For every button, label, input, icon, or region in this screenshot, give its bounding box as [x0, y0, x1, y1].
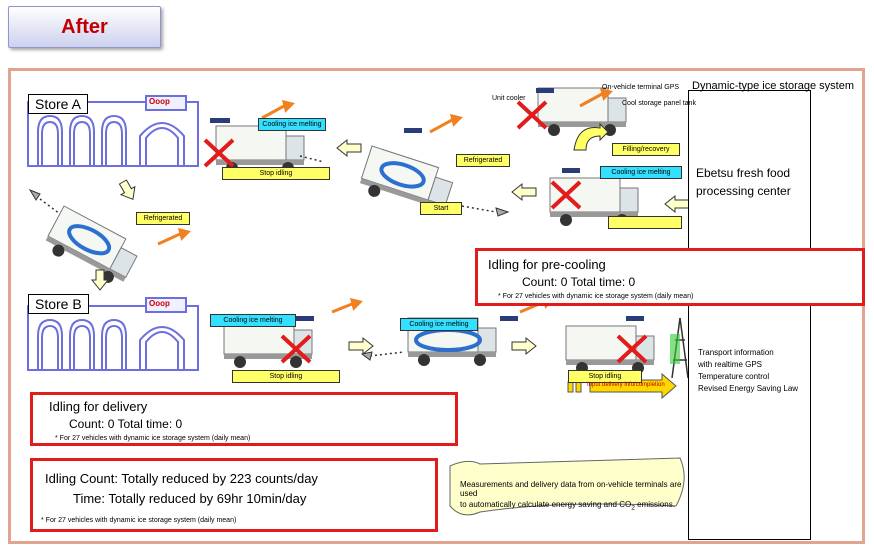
stop-idling-label-2: Stop idling [232, 370, 340, 383]
facility-name-line1: Ebetsu fresh food [696, 166, 791, 180]
blank-yellow-label [608, 216, 682, 229]
stop-idling-label-3: Stop idling [568, 370, 642, 383]
store-a-label: Store A [28, 94, 88, 114]
cool-tank-label: Cool storage panel tank [622, 100, 696, 107]
delivery-note: * For 27 vehicles with dynamic ice stora… [55, 435, 251, 442]
summary-box: Idling Count: Totally reduced by 223 cou… [30, 458, 438, 532]
measurement-line2: to automatically calculate energy saving… [460, 500, 675, 512]
stop-idling-label-1: Stop idling [222, 167, 330, 180]
measurement-line1: Measurements and delivery data from on-v… [460, 480, 682, 498]
refrigerated-label-2: Refrigerated [136, 212, 190, 225]
unit-cooler-label: Unit cooler [492, 95, 526, 102]
delivery-box: Idling for delivery Count: 0 Total time:… [30, 392, 458, 446]
store-b-label: Store B [28, 294, 89, 314]
store-b-sign: Ooop [149, 299, 170, 308]
gps-terminal-label: On-vehicle terminal GPS [602, 84, 680, 91]
info-line2: with realtime GPS [698, 360, 763, 369]
filling-recovery-label: Filling/recovery [612, 143, 680, 156]
info-line3: Temperature control [698, 372, 770, 381]
input-delivery-label: Input delivery info/completion [587, 382, 665, 388]
cooling-label-4: Cooling ice melting [400, 318, 478, 331]
center-panel [688, 90, 811, 540]
info-line4: Revised Energy Saving Law [698, 384, 799, 393]
delivery-stats: Count: 0 Total time: 0 [69, 417, 183, 431]
precooling-note: * For 27 vehicles with dynamic ice stora… [498, 293, 694, 300]
store-a-sign: Ooop [149, 97, 170, 106]
after-tab-label: After [61, 16, 108, 38]
start-label: Start [420, 202, 462, 215]
after-tab: After [8, 6, 161, 48]
cooling-label-3: Cooling ice melting [210, 314, 296, 327]
summary-line2: Time: Totally reduced by 69hr 10min/day [73, 491, 307, 506]
ice-storage-title: Dynamic-type ice storage system [692, 80, 854, 92]
info-line1: Transport information [698, 348, 774, 357]
summary-note: * For 27 vehicles with dynamic ice stora… [41, 517, 237, 524]
measurement-note: Measurements and delivery data from on-v… [460, 480, 690, 512]
precooling-title: Idling for pre-cooling [488, 257, 606, 272]
refrigerated-label-1: Refrigerated [456, 154, 510, 167]
store-b-building [27, 305, 199, 371]
precooling-stats: Count: 0 Total time: 0 [522, 275, 636, 289]
precooling-box: Idling for pre-cooling Count: 0 Total ti… [475, 248, 865, 306]
delivery-title: Idling for delivery [49, 399, 148, 414]
diagram-frame [8, 68, 865, 544]
cooling-label-2: Cooling ice melting [600, 166, 682, 179]
facility-name-line2: processing center [696, 184, 791, 198]
summary-line1: Idling Count: Totally reduced by 223 cou… [45, 471, 318, 486]
cooling-label-1: Cooling ice melting [258, 118, 326, 131]
